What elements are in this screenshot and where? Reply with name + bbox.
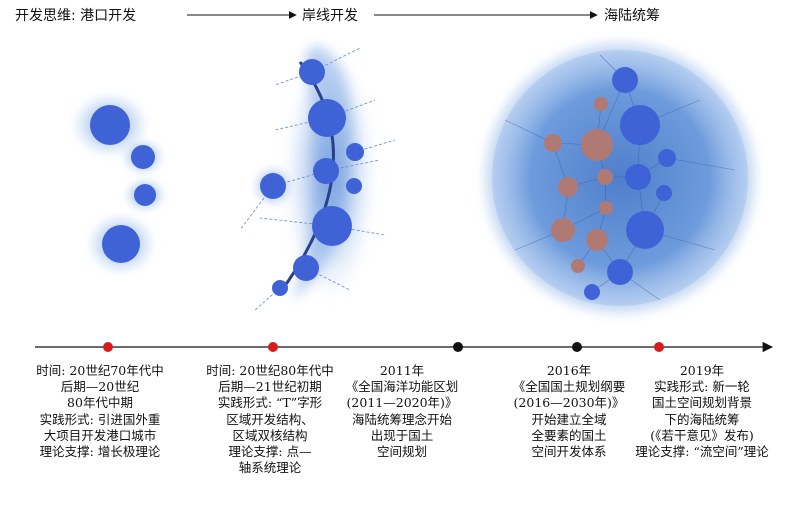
node-land: [597, 169, 613, 185]
node-sea: [625, 164, 651, 190]
node-land: [586, 229, 608, 251]
port-development-cluster: [70, 91, 167, 276]
column-line: 全要素的国土: [531, 427, 607, 443]
column-line: 《全国海洋功能区划: [345, 379, 459, 395]
node-land: [558, 177, 578, 197]
node: [346, 143, 364, 161]
stage-label-shoreline: 岸线开发: [302, 8, 358, 24]
node-sea: [620, 105, 660, 145]
column-line: 空间开发体系: [531, 444, 607, 460]
node-sea: [626, 211, 664, 249]
column-line: 后期—20世纪: [60, 379, 140, 395]
timeline-column-1: 时间: 20世纪70年代中 后期—20世纪 80年代中期 实践形式: 引进国外重…: [0, 363, 200, 460]
node: [134, 184, 156, 206]
node: [293, 255, 319, 281]
node: [308, 99, 346, 137]
timeline-column-3: 2011年 《全国海洋功能区划 (2011—2020年)》 海陆统筹理念开始 出…: [302, 363, 502, 460]
timeline-column-4: 2016年 《全国国土规划纲要 (2016—2030年)》 开始建立全域 全要素…: [469, 363, 669, 460]
stage-label-land-sea: 海陆统筹: [604, 8, 660, 24]
timeline-point-red: [268, 342, 278, 352]
column-line: 下的海陆统筹: [664, 411, 740, 427]
column-line: (《若干意见》发布): [650, 427, 754, 443]
node-land: [599, 201, 613, 215]
column-line: 实践形式: 引进国外重: [39, 411, 161, 427]
column-line: 区域双核结构: [232, 427, 308, 443]
timeline-column-2: 时间: 20世纪80年代中 后期—21世纪初期 实践形式: “T”字形 区域开发…: [170, 363, 370, 476]
land-sea-coordination-cluster: [486, 44, 754, 312]
column-line: (2011—2020年)》: [346, 395, 458, 411]
column-line: 大项目开发港口城市: [43, 427, 157, 443]
node-land: [571, 259, 585, 273]
node: [102, 225, 140, 263]
column-line: 开始建立全域: [531, 411, 607, 427]
node: [312, 206, 352, 246]
node: [131, 145, 155, 169]
column-line: (2016—2030年)》: [513, 395, 625, 411]
timeline-point-black: [572, 342, 582, 352]
column-line: 轴系统理论: [238, 460, 302, 476]
column-line: 80年代中期: [67, 395, 133, 411]
timeline-column-5: 2019年 实践形式: 新一轮 国土空间规划背景 下的海陆统筹 (《若干意见》发…: [607, 363, 797, 460]
timeline-point-black: [453, 342, 463, 352]
column-line: 实践形式: “T”字形: [217, 395, 323, 411]
column-line: 国土空间规划背景: [651, 395, 752, 411]
node: [90, 105, 130, 145]
node-land: [551, 218, 575, 242]
node-sea: [584, 284, 600, 300]
column-line: 理论支撑: 增长极理论: [39, 444, 161, 460]
column-line: 2011年: [379, 363, 425, 378]
node-land: [581, 129, 613, 161]
node: [272, 280, 288, 296]
timeline-point-red: [654, 342, 664, 352]
stage-label-port: 开发思维: 港口开发: [15, 8, 137, 24]
timeline-point-red: [103, 342, 113, 352]
node-sea: [612, 67, 638, 93]
column-line: 后期—21世纪初期: [218, 379, 322, 395]
column-line: 空间规划: [376, 444, 427, 460]
node-sea: [656, 185, 672, 201]
column-line: 2019年: [679, 363, 725, 378]
node-sea: [658, 149, 676, 167]
shoreline-development-cluster: [239, 45, 396, 311]
node-sea: [607, 259, 633, 285]
column-line: 理论支撑: “流空间”理论: [635, 444, 769, 460]
column-line: 区域开发结构、: [226, 411, 314, 427]
column-line: 2016年: [546, 363, 592, 378]
node: [260, 173, 286, 199]
column-line: 出现于国土: [370, 427, 434, 443]
node-land: [594, 97, 608, 111]
column-line: 海陆统筹理念开始: [351, 411, 452, 427]
node-land: [544, 134, 562, 152]
node: [299, 59, 325, 85]
node: [346, 178, 362, 194]
column-line: 理论支撑: 点—: [228, 444, 312, 460]
node: [313, 158, 339, 184]
column-line: 实践形式: 新一轮: [654, 379, 750, 395]
timeline-points: [103, 342, 664, 352]
column-line: 《全国国土规划纲要: [512, 379, 626, 395]
column-line: 时间: 20世纪70年代中: [36, 363, 164, 378]
column-line: 时间: 20世纪80年代中: [206, 363, 334, 378]
